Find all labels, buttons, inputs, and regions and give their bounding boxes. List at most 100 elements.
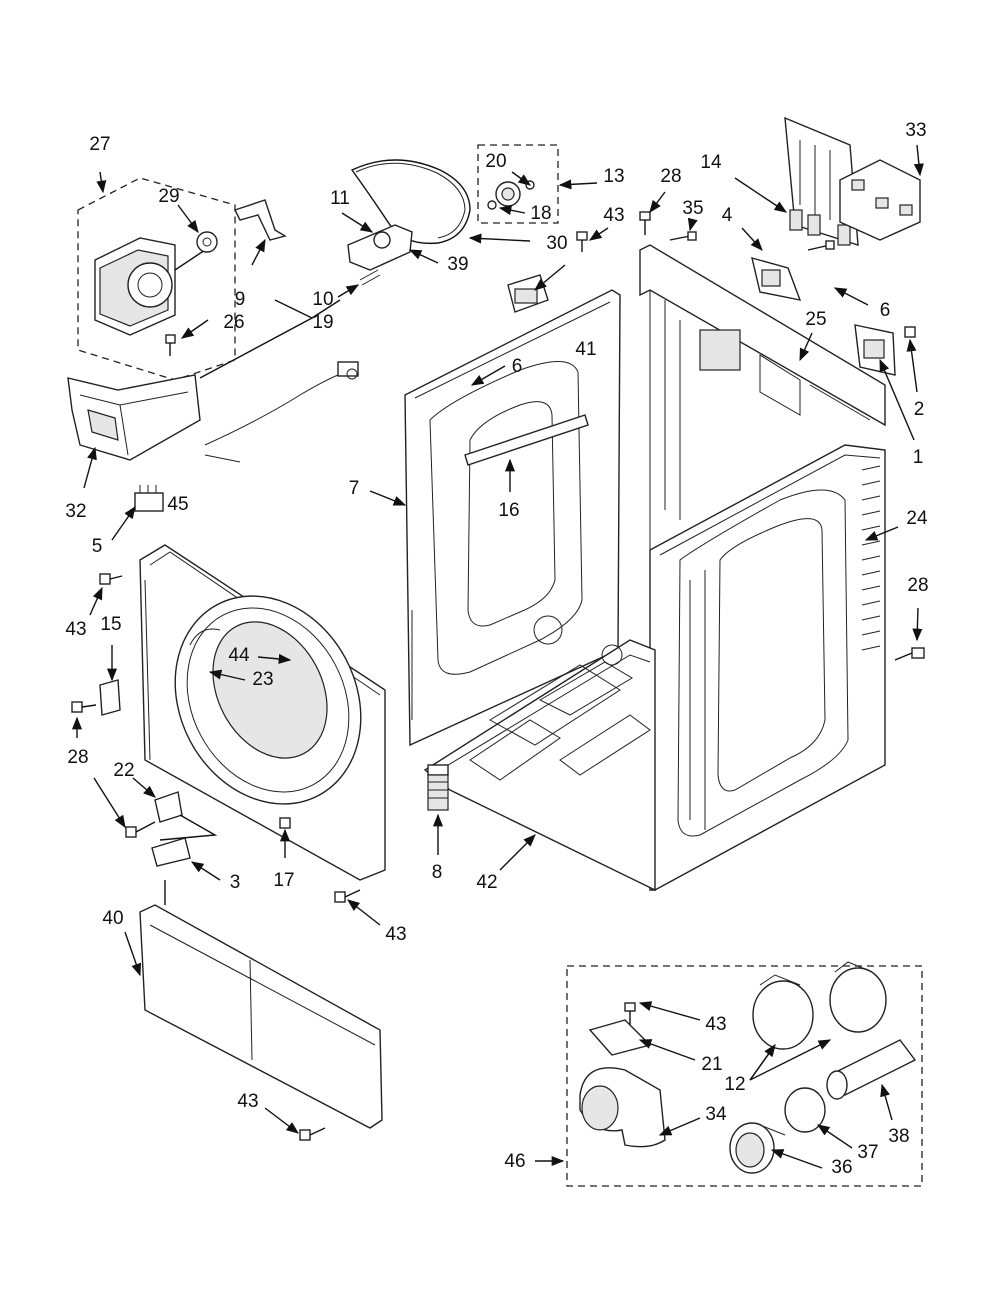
callout-43-top: 43 [603, 205, 624, 226]
clamp-36 [729, 1122, 786, 1174]
thermostat-1 [854, 324, 896, 376]
callout-28-side: 28 [907, 575, 928, 596]
motor-mount-bracket [67, 374, 201, 461]
bracket-15 [99, 679, 121, 716]
screw-43-toe [299, 1127, 326, 1141]
duct-38 [826, 1039, 917, 1100]
callout-43-kit: 43 [705, 1014, 726, 1035]
callout-12: 12 [724, 1074, 745, 1095]
leader-lines [71, 144, 924, 1169]
callout-35: 35 [682, 198, 703, 219]
idler-pulley [487, 180, 535, 210]
screw-43-kit [624, 1002, 636, 1025]
callout-21: 21 [701, 1054, 722, 1075]
door-seal-23 [189, 628, 221, 646]
drive-belt [350, 159, 471, 245]
screw-43-top [576, 231, 588, 252]
bracket-3 [151, 837, 191, 867]
callout-5: 5 [92, 536, 103, 557]
callout-6-center: 6 [512, 356, 523, 377]
callout-29: 29 [158, 186, 179, 207]
callout-2: 2 [914, 399, 925, 420]
cabinet-side-louvers [861, 465, 881, 651]
callout-37: 37 [857, 1142, 878, 1163]
callout-44: 44 [228, 645, 250, 666]
callout-8: 8 [432, 862, 443, 883]
callout-45: 45 [167, 494, 188, 515]
elbow-34 [579, 1067, 666, 1148]
callout-39: 39 [447, 254, 468, 275]
toe-kick-panel [139, 904, 383, 1129]
cabinet-base [423, 639, 656, 892]
terminal-block-33 [839, 159, 921, 241]
screw-28-top [639, 211, 651, 235]
clamp-plate-21 [588, 1019, 652, 1056]
door-switch [134, 485, 164, 512]
screw-28-left [71, 701, 97, 713]
idler-bracket [347, 224, 413, 271]
screw-43-left [99, 573, 123, 585]
callout-24: 24 [906, 508, 928, 529]
leveling-foot [427, 764, 449, 811]
callout-41: 41 [575, 339, 596, 360]
screw-28-side [894, 647, 925, 661]
callout-6-right: 6 [880, 300, 891, 321]
door-opening-ring [174, 595, 362, 805]
callout-46: 46 [504, 1151, 525, 1172]
callout-13: 13 [603, 166, 624, 187]
callout-30: 30 [546, 233, 567, 254]
callout-43-toe: 43 [237, 1091, 258, 1112]
callout-25: 25 [805, 309, 826, 330]
callout-3: 3 [230, 872, 241, 893]
callout-22: 22 [113, 760, 134, 781]
cabinet-rear-panel [639, 244, 886, 550]
callout-26: 26 [223, 312, 244, 333]
callout-43-bottom: 43 [385, 924, 406, 945]
vent-hood-12-left [752, 974, 814, 1050]
callout-28-left: 28 [67, 747, 88, 768]
pulley-assembly-group-box [477, 144, 559, 224]
callout-9: 9 [235, 289, 246, 310]
callout-33: 33 [905, 120, 926, 141]
motor-bracket-clip [234, 199, 287, 241]
callout-43-left: 43 [65, 619, 86, 640]
bulkhead-bracket-41 [507, 274, 549, 313]
screw-28-lower [125, 821, 156, 838]
callout-23: 23 [252, 669, 273, 690]
callout-16: 16 [498, 500, 519, 521]
callout-28-top: 28 [660, 166, 681, 187]
coupling-37 [784, 1087, 826, 1133]
screw-43-bottom [334, 889, 361, 903]
callout-7: 7 [349, 478, 360, 499]
callout-11: 11 [330, 188, 350, 209]
callout-19: 19 [312, 312, 333, 333]
screw-2 [904, 326, 916, 338]
cabinet-side-panel [649, 444, 886, 891]
callout-27: 27 [89, 134, 110, 155]
callout-36: 36 [831, 1157, 852, 1178]
motor-pulley [196, 231, 218, 253]
bracket-4 [751, 257, 802, 301]
screw-6-right [807, 240, 835, 251]
rear-bulkhead-panel [404, 289, 621, 747]
callout-1: 1 [913, 447, 924, 468]
callout-32: 32 [65, 501, 86, 522]
screw-35 [669, 231, 697, 241]
callout-17: 17 [273, 870, 294, 891]
callout-labels: 27 29 9 26 32 5 45 11 10 19 39 30 20 18 … [65, 120, 928, 1178]
callout-14: 14 [700, 152, 722, 173]
callout-4: 4 [722, 205, 733, 226]
callout-15: 15 [100, 614, 121, 635]
drive-motor [94, 237, 206, 336]
wire-harness [204, 361, 359, 463]
callout-42: 42 [476, 872, 497, 893]
spring-10 [359, 269, 381, 286]
callout-40: 40 [102, 908, 123, 929]
screw-17 [279, 817, 291, 829]
callout-34: 34 [705, 1104, 727, 1125]
door-strike-22 [154, 791, 183, 823]
vent-hood-12-right [829, 961, 887, 1033]
callout-20: 20 [485, 151, 506, 172]
